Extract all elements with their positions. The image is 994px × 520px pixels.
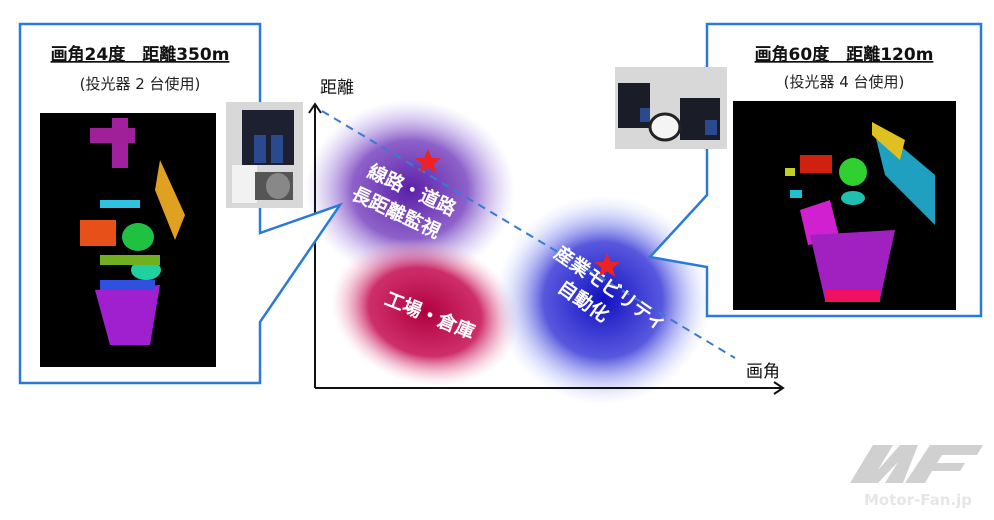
- wide-lidar-photo: [615, 67, 727, 149]
- star-icon: [415, 149, 441, 173]
- tradeoff-dashed-line: [321, 110, 736, 359]
- right-panel-title: 画角60度 距離120m: [755, 44, 934, 65]
- right-panel-subtitle: (投光器 4 台使用): [784, 73, 905, 91]
- x-axis: [315, 381, 785, 395]
- point-cloud-image-wide: [733, 101, 956, 310]
- watermark-text: Motor-Fan.jp: [864, 491, 972, 509]
- left-panel-subtitle: (投光器 2 台使用): [80, 75, 201, 93]
- region-blob-long-range: [305, 100, 515, 280]
- narrow-lidar-photo: [226, 102, 303, 208]
- y-axis-label: 距離: [320, 78, 354, 98]
- star-icon: [594, 253, 620, 277]
- left-panel-title: 画角24度 距離350m: [51, 44, 230, 65]
- region-blob-factory: [331, 238, 519, 386]
- left-callout-panel: 画角24度 距離350m (投光器 2 台使用): [18, 22, 344, 385]
- point-cloud-image-narrow: [40, 113, 216, 367]
- region-blob-mobility: [495, 195, 711, 405]
- x-axis-label: 画角: [746, 362, 780, 382]
- y-axis: [308, 102, 322, 388]
- right-callout-panel: 画角60度 距離120m (投光器 4 台使用): [615, 22, 983, 318]
- motor-fan-logo: Motor-Fan.jp: [850, 445, 983, 509]
